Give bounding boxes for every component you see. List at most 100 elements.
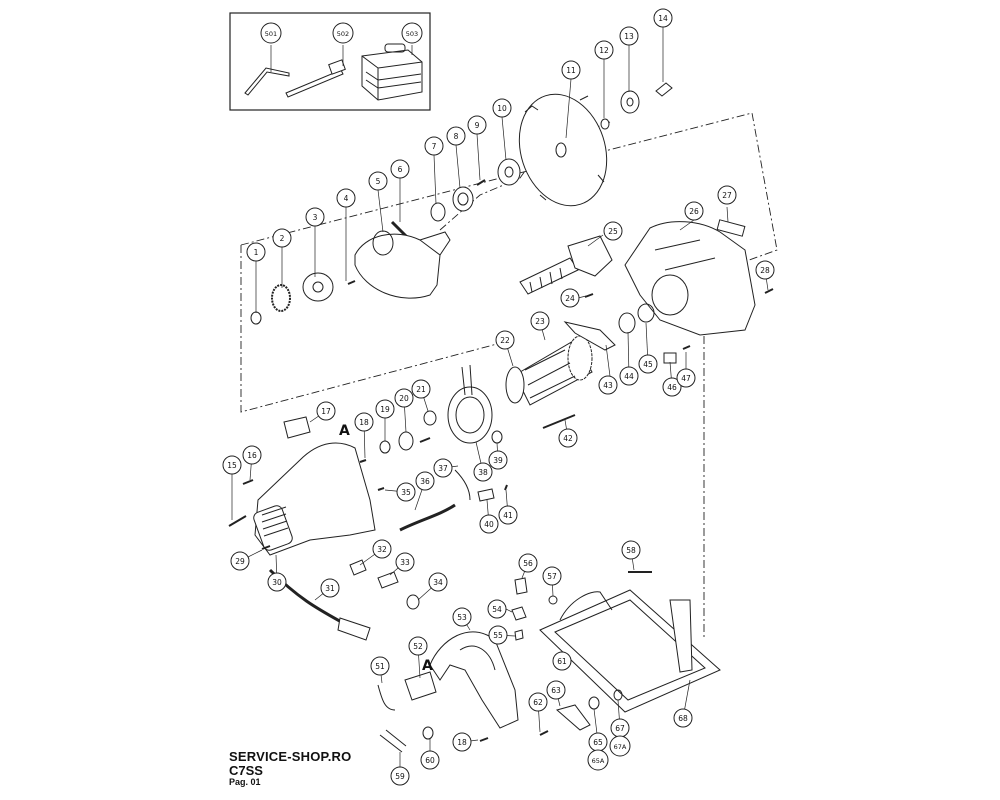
callout-circle xyxy=(415,471,435,491)
callout-43: 43 xyxy=(598,375,618,395)
callout-34: 34 xyxy=(428,572,448,592)
callout-circle xyxy=(473,462,493,482)
callout-number: 68 xyxy=(678,714,688,723)
callout-28: 28 xyxy=(755,260,775,280)
callout-5: 5 xyxy=(368,171,388,191)
wire-51-drawing xyxy=(377,684,396,711)
nut-46-drawing xyxy=(663,352,677,364)
callout-number: 39 xyxy=(493,456,503,465)
callout-31: 31 xyxy=(320,578,340,598)
callout-circle xyxy=(305,207,325,227)
callout-number: 17 xyxy=(321,407,331,416)
callout-number: 18 xyxy=(359,418,369,427)
callout-circle xyxy=(242,445,262,465)
callout-10: 10 xyxy=(492,98,512,118)
callout-65a: 65A xyxy=(587,749,609,771)
washer-8-drawing xyxy=(452,186,474,212)
screw-42-drawing xyxy=(542,414,576,429)
callout-number: 5 xyxy=(376,177,381,186)
callout-circle xyxy=(222,455,242,475)
callout-65: 65 xyxy=(588,732,608,752)
callout-circle xyxy=(488,625,508,645)
callout-46: 46 xyxy=(662,377,682,397)
callout-circle xyxy=(609,735,631,757)
callout-circle xyxy=(390,766,410,786)
footer-block: SERVICE-SHOP.RO C7SS Pag. 01 xyxy=(229,750,351,788)
callout-circle xyxy=(546,680,566,700)
callout-circle xyxy=(372,539,392,559)
callout-501: 501 xyxy=(260,22,282,44)
callout-18b: 18 xyxy=(452,732,472,752)
page-number: Pag. 01 xyxy=(229,777,261,788)
housing-drawing xyxy=(253,442,376,556)
callout-number: 22 xyxy=(500,336,510,345)
callout-56: 56 xyxy=(518,553,538,573)
washer-45-drawing xyxy=(637,303,655,323)
callout-503: 503 xyxy=(401,22,423,44)
callout-33: 33 xyxy=(395,552,415,572)
callout-number: 3 xyxy=(313,213,318,222)
callout-number: 4 xyxy=(344,194,349,203)
letter-a-handle: A xyxy=(422,658,433,674)
callout-47: 47 xyxy=(676,368,696,388)
callout-circle xyxy=(619,26,639,46)
callout-20: 20 xyxy=(394,388,414,408)
callout-number: 24 xyxy=(565,294,575,303)
callout-6: 6 xyxy=(390,159,410,179)
lead-wires-37-drawing xyxy=(454,469,471,501)
callout-number: 37 xyxy=(438,464,448,473)
callout-number: 56 xyxy=(523,559,533,568)
callout-number: 16 xyxy=(247,451,257,460)
callout-number: 35 xyxy=(401,488,411,497)
callout-number: 54 xyxy=(492,605,502,614)
callout-29: 29 xyxy=(230,551,250,571)
callout-number: 53 xyxy=(457,613,467,622)
callout-circle xyxy=(368,171,388,191)
callout-number: 41 xyxy=(503,511,513,520)
model-name: C7SS xyxy=(229,762,263,778)
callout-14: 14 xyxy=(653,8,673,28)
callout-circle xyxy=(479,514,499,534)
callout-number: 12 xyxy=(599,46,609,55)
gear-cover-drawing xyxy=(624,221,756,336)
callout-27: 27 xyxy=(717,185,737,205)
callout-7: 7 xyxy=(424,136,444,156)
callout-number: 34 xyxy=(433,578,443,587)
callout-59: 59 xyxy=(390,766,410,786)
saw-cover-drawing xyxy=(354,230,451,299)
callout-number: 15 xyxy=(227,461,237,470)
callout-number: 47 xyxy=(681,374,691,383)
callout-1: 1 xyxy=(246,242,266,262)
callout-circle xyxy=(390,159,410,179)
callout-circle xyxy=(428,572,448,592)
callout-30: 30 xyxy=(267,572,287,592)
callout-circle xyxy=(272,228,292,248)
callout-35: 35 xyxy=(396,482,416,502)
callout-number: 65A xyxy=(592,757,605,765)
callout-number: 11 xyxy=(566,66,576,75)
callout-circle xyxy=(424,136,444,156)
callout-circle xyxy=(452,732,472,752)
callout-circle xyxy=(673,708,693,728)
callout-15: 15 xyxy=(222,455,242,475)
callout-22: 22 xyxy=(495,330,515,350)
callout-63: 63 xyxy=(546,680,566,700)
callout-circle xyxy=(267,572,287,592)
callout-number: 55 xyxy=(493,631,503,640)
shop-name: SERVICE-SHOP.RO xyxy=(229,749,352,764)
label-17-drawing xyxy=(283,416,311,439)
callout-54: 54 xyxy=(487,599,507,619)
wrench-drawing xyxy=(285,59,346,98)
bearing-7-drawing xyxy=(430,202,446,222)
callout-55: 55 xyxy=(488,625,508,645)
callout-number: 6 xyxy=(398,165,403,174)
switch-52-drawing xyxy=(404,671,437,701)
callout-number: 503 xyxy=(406,30,418,38)
callout-circle xyxy=(488,450,508,470)
washer-1-drawing xyxy=(250,311,262,325)
callout-67: 67 xyxy=(610,718,630,738)
callout-circle xyxy=(420,750,440,770)
callout-circle xyxy=(621,540,641,560)
callout-number: 58 xyxy=(626,546,636,555)
